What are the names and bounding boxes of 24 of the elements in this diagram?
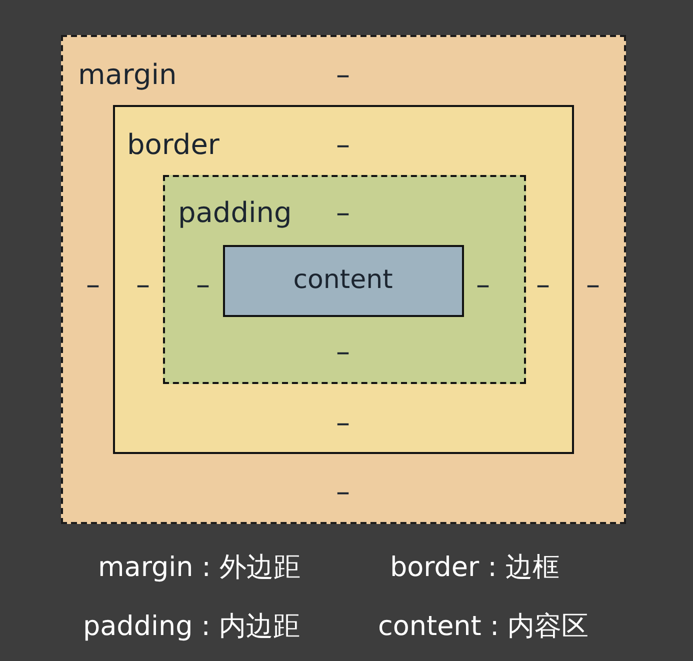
padding-box — [163, 175, 526, 384]
margin-box — [61, 35, 626, 524]
border-box — [113, 105, 574, 454]
dash-mark: – — [336, 409, 350, 437]
dash-mark: – — [476, 271, 490, 299]
definition-text: border : 边框 — [390, 553, 560, 583]
definition-text: margin : 外边距 — [98, 553, 300, 583]
dash-mark: – — [336, 338, 350, 366]
dash-mark: – — [86, 271, 100, 299]
box-label: border — [127, 131, 220, 159]
box-label: padding — [178, 199, 292, 227]
dash-mark: – — [536, 271, 550, 299]
dash-mark: – — [336, 478, 350, 506]
dash-mark: – — [586, 271, 600, 299]
content-label: content — [293, 267, 393, 293]
box-label: margin — [78, 61, 177, 89]
dash-mark: – — [336, 61, 350, 89]
definition-text: content : 内容区 — [378, 612, 589, 642]
dash-mark: – — [136, 271, 150, 299]
content-box — [223, 245, 464, 317]
dash-mark: – — [196, 271, 210, 299]
definition-text: padding : 内边距 — [83, 612, 300, 642]
dash-mark: – — [336, 131, 350, 159]
dash-mark: – — [336, 199, 350, 227]
